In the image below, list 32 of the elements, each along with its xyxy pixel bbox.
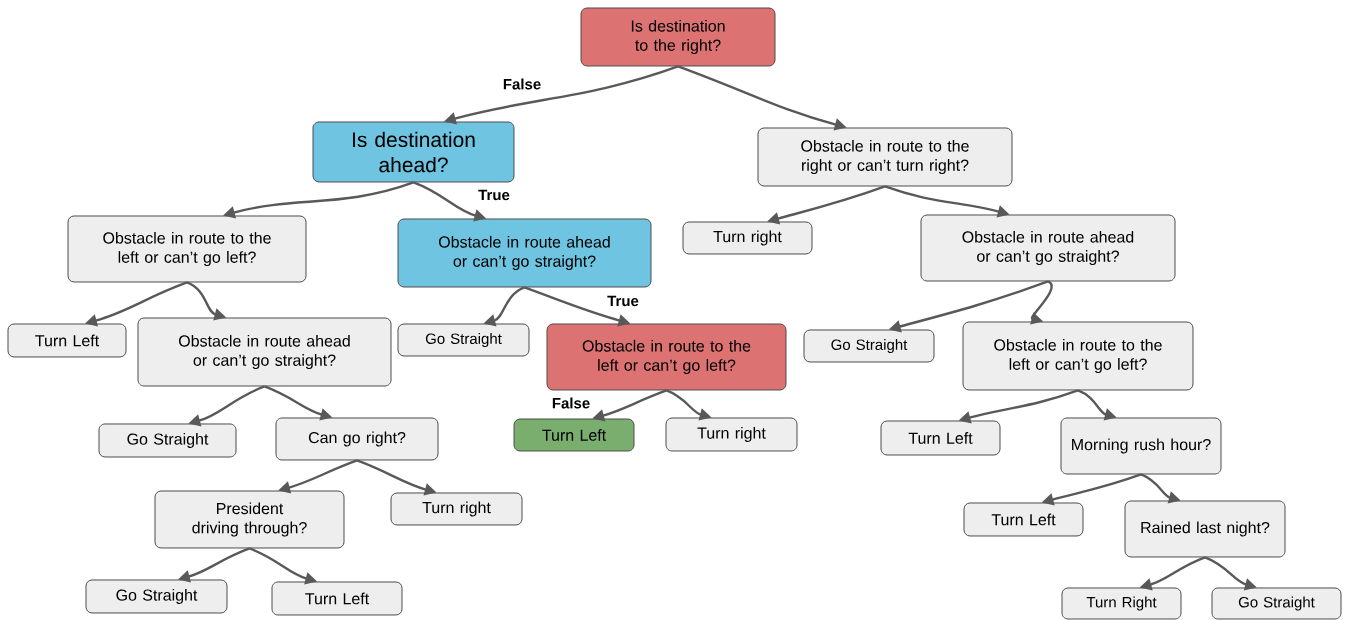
decision-box: Turn Left [880,420,1001,456]
decision-box: Obstacle in route ahead or can’t go straight? [137,317,392,387]
decision-box: Obstacle in route ahead or can’t go straight? [397,218,652,288]
edge-label: False [501,77,543,91]
decision-box: Go Straight [803,329,935,363]
edge-label: True [606,294,640,308]
decision-box: Go Straight [98,423,237,458]
decision-box: Turn right [665,417,798,452]
decision-box: Turn Left [513,418,635,452]
decision-box: Can go right? [275,417,439,461]
decision-box: Turn Left [7,323,127,358]
decision-box: Rained last night? [1124,500,1286,558]
decision-box: Go Straight [397,323,530,357]
edge-label: True [477,188,511,202]
decision-box: Go Straight [85,579,228,614]
decision-box: Morning rush hour? [1060,417,1222,475]
decision-box: Turn right [682,221,813,255]
decision-box: Is destination to the right? [580,7,776,67]
decision-box: Go Straight [1211,587,1342,620]
decision-box: Turn Left [271,581,403,616]
decision-box: Obstacle in route ahead or can’t go straight? [920,214,1176,282]
decision-box: Turn Left [963,502,1084,537]
edge-label: False [550,396,592,410]
decision-box: Obstacle in route to the left or can’t go left? [67,215,307,283]
decision-box: Is destination ahead? [312,121,515,183]
arrow [1030,280,1053,325]
decision-box: Obstacle in route to the left or can’t go left? [962,321,1194,391]
decision-box: Turn Right [1061,587,1182,620]
decision-box: Obstacle in route to the right or can’t turn right? [757,127,1013,187]
decision-box: President driving through? [154,490,345,549]
decision-box: Turn right [390,492,523,526]
decision-box: Obstacle in route to the left or can’t go left? [546,323,787,391]
